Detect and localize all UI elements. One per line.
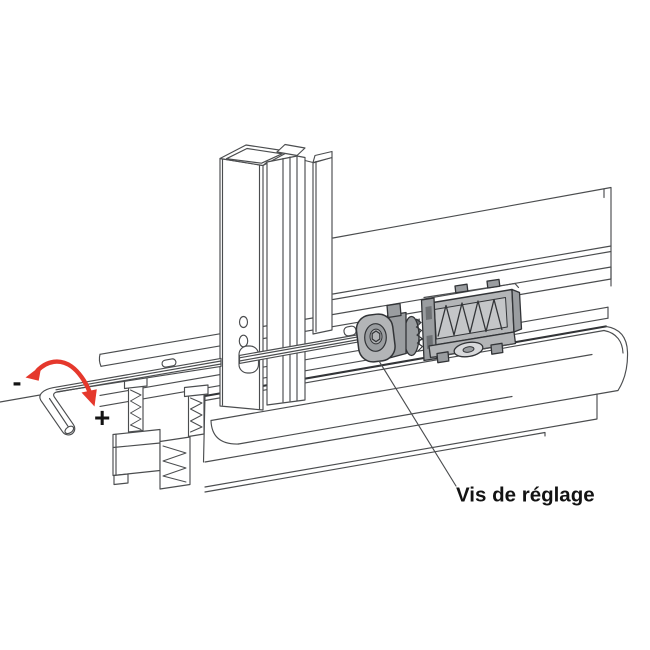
adjustment-mechanism — [355, 278, 523, 364]
rail-lower-edge — [204, 431, 546, 493]
screw-top-tab — [386, 302, 402, 319]
sill-lip-edge — [210, 353, 593, 422]
arrowhead-minus — [25, 365, 42, 381]
minus-label: - — [13, 367, 22, 397]
adjustment-screw-label: Vis de réglage — [456, 484, 595, 507]
section-foot — [113, 473, 129, 486]
arrowhead-plus — [81, 389, 97, 407]
plus-label: + — [94, 402, 110, 433]
section-web — [159, 436, 191, 490]
allen-key-tip — [64, 425, 75, 435]
sill-curve-cut — [210, 419, 240, 445]
leader-line — [378, 360, 457, 487]
rail-step-edge — [204, 393, 598, 488]
allen-key-handle — [39, 357, 222, 436]
guide-track — [98, 266, 612, 368]
mullion-rear-fin — [304, 150, 333, 335]
rotation-arrow-icon — [25, 359, 97, 407]
track-slot — [161, 358, 177, 368]
mullion-hole — [238, 334, 249, 348]
hex-socket-icon — [371, 330, 381, 343]
carriage-end-bracket — [511, 288, 523, 333]
spring-zigzag — [437, 298, 503, 337]
mullion-hole — [238, 315, 249, 329]
rail-cross-section — [112, 376, 209, 490]
sash-panel — [332, 186, 612, 334]
allen-key — [39, 333, 363, 436]
mullion-profile — [219, 143, 333, 411]
